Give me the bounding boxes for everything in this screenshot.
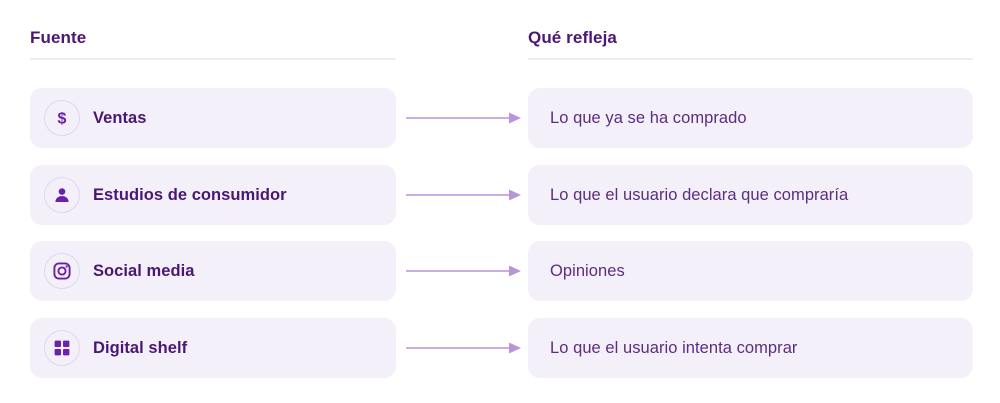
column-header-que-refleja-label: Qué refleja [528,28,617,47]
grid-icon [44,330,80,366]
table-row: Estudios de consumidor Lo que el usuario… [0,165,1000,225]
source-label: Digital shelf [93,338,188,357]
reflection-card-ventas[interactable]: Lo que ya se ha comprado [528,88,973,148]
source-label: Social media [93,261,195,280]
reflection-label: Lo que el usuario declara que compraría [550,185,849,204]
dollar-circle-icon: $ [44,100,80,136]
reflection-card-estudios-de-consumidor[interactable]: Lo que el usuario declara que compraría [528,165,973,225]
source-card-social-media[interactable]: Social media [30,241,396,301]
source-card-digital-shelf[interactable]: Digital shelf [30,318,396,378]
instagram-icon [44,253,80,289]
reflection-card-social-media[interactable]: Opiniones [528,241,973,301]
column-header-que-refleja: Qué refleja [528,28,973,60]
reflection-label: Opiniones [550,261,625,280]
arrow-right-icon [406,187,522,203]
column-header-divider-right [528,58,973,60]
table-row: Social media Opiniones [0,241,1000,301]
reflection-card-digital-shelf[interactable]: Lo que el usuario intenta comprar [528,318,973,378]
arrow-right-icon [406,340,522,356]
table-row: Digital shelf Lo que el usuario intenta … [0,318,1000,378]
user-icon [44,177,80,213]
arrow-right-icon [406,110,522,126]
source-label: Estudios de consumidor [93,185,287,204]
table-row: $ Ventas Lo que ya se ha comprado [0,88,1000,148]
source-card-estudios-de-consumidor[interactable]: Estudios de consumidor [30,165,396,225]
reflection-label: Lo que el usuario intenta comprar [550,338,798,357]
source-card-ventas[interactable]: $ Ventas [30,88,396,148]
column-header-divider-left [30,58,396,60]
column-header-fuente: Fuente [30,28,396,60]
arrow-right-icon [406,263,522,279]
reflection-label: Lo que ya se ha comprado [550,108,747,127]
source-label: Ventas [93,108,147,127]
svg-text:$: $ [58,111,67,128]
column-header-fuente-label: Fuente [30,28,87,47]
